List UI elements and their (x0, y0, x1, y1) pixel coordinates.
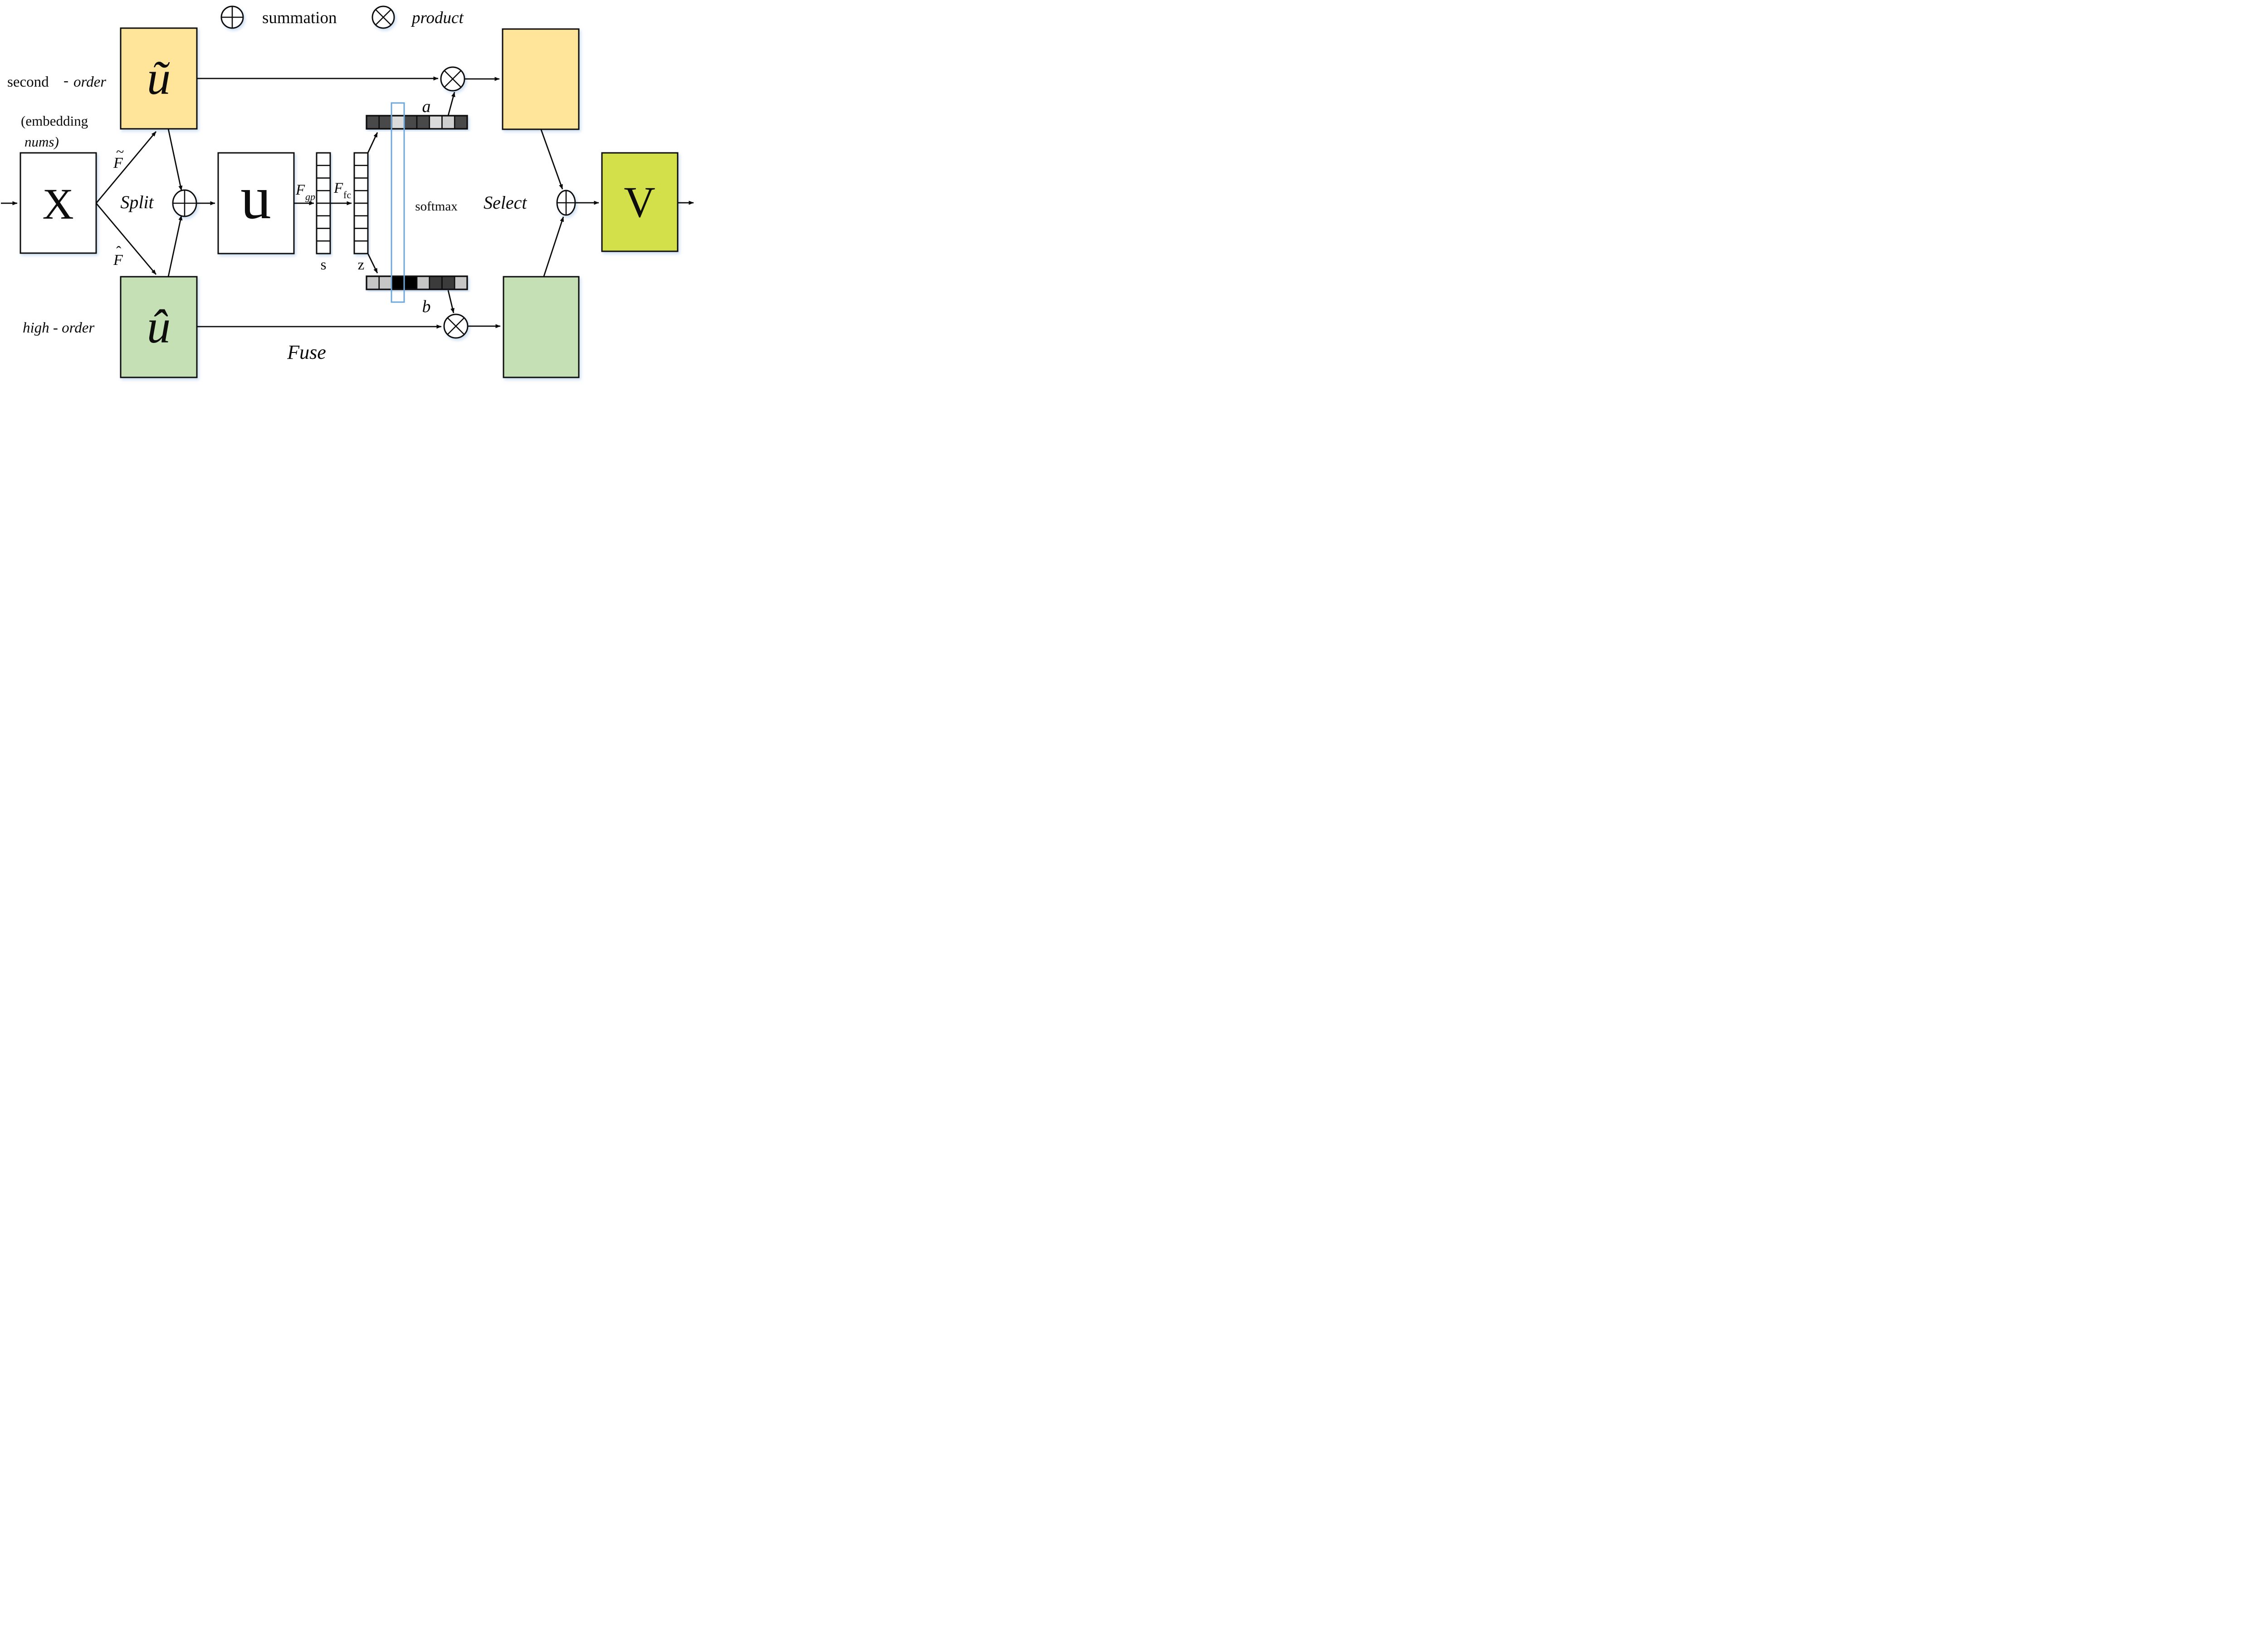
f-gp-sub: gp (305, 191, 315, 202)
s-vector-label: s (321, 257, 327, 273)
second-order-label-dash: - (64, 73, 68, 89)
bottom-product-icon (443, 313, 469, 339)
select-summation-icon (556, 190, 576, 216)
f-tilde-base: F (113, 155, 123, 171)
legend-summation-label: summation (262, 9, 337, 27)
selected-green-box (503, 276, 580, 378)
b-vector (366, 275, 468, 290)
summation-icon (220, 5, 244, 29)
second-order-label-normal: second (7, 74, 49, 90)
x-box: X (20, 152, 97, 254)
f-hat-accent: ˆ (116, 244, 122, 260)
diagram-canvas: summation product second - order (embedd… (0, 0, 701, 384)
fuse-label: Fuse (287, 341, 326, 363)
z-vector-label: z (358, 257, 365, 273)
v-box: V (601, 152, 679, 252)
s-vector (316, 152, 331, 254)
select-label: Select (484, 192, 527, 213)
u-hat-box-label: û (147, 300, 171, 353)
product-icon (371, 5, 395, 29)
x-box-label: X (42, 180, 73, 228)
left-annotations: second - order (embedding nums) high - o… (7, 73, 106, 336)
a-vector (366, 115, 468, 130)
connectors (1, 76, 694, 329)
high-order-label: high - order (23, 320, 94, 336)
selected-yellow-box (502, 28, 580, 130)
second-order-label-italic: order (73, 74, 106, 90)
embedding-label-line2: nums) (24, 134, 59, 150)
u-hat-box: û (120, 276, 198, 378)
b-vector-label: b (422, 297, 431, 316)
u-tilde-box-label: ũ (147, 51, 171, 104)
a-vector-label: a (422, 97, 431, 116)
legend-product-label: product (411, 9, 464, 27)
softmax-label: softmax (415, 199, 458, 214)
embedding-label-line1: (embedding (21, 113, 88, 129)
u-tilde-box: ũ (120, 27, 198, 130)
split-summation-icon (172, 189, 197, 217)
z-vector (353, 152, 369, 254)
f-fc-base: F (333, 180, 343, 196)
f-fc-sub: fc (343, 189, 351, 200)
legend: summation product (220, 5, 464, 29)
f-tilde-accent: ~ (116, 143, 124, 160)
channel-highlight-rect (391, 102, 405, 303)
top-product-icon (440, 66, 465, 92)
f-gp-base: F (295, 182, 305, 198)
transform-labels: ~ F ˆ F Split F gp F fc softmax Select F… (113, 143, 527, 363)
f-hat-base: F (113, 252, 123, 269)
split-label: Split (120, 192, 154, 212)
u-box: u (217, 152, 295, 254)
sk-attention-diagram: summation product second - order (embedd… (1, 5, 694, 378)
u-box-label: u (240, 164, 271, 232)
v-box-label: V (624, 178, 655, 226)
